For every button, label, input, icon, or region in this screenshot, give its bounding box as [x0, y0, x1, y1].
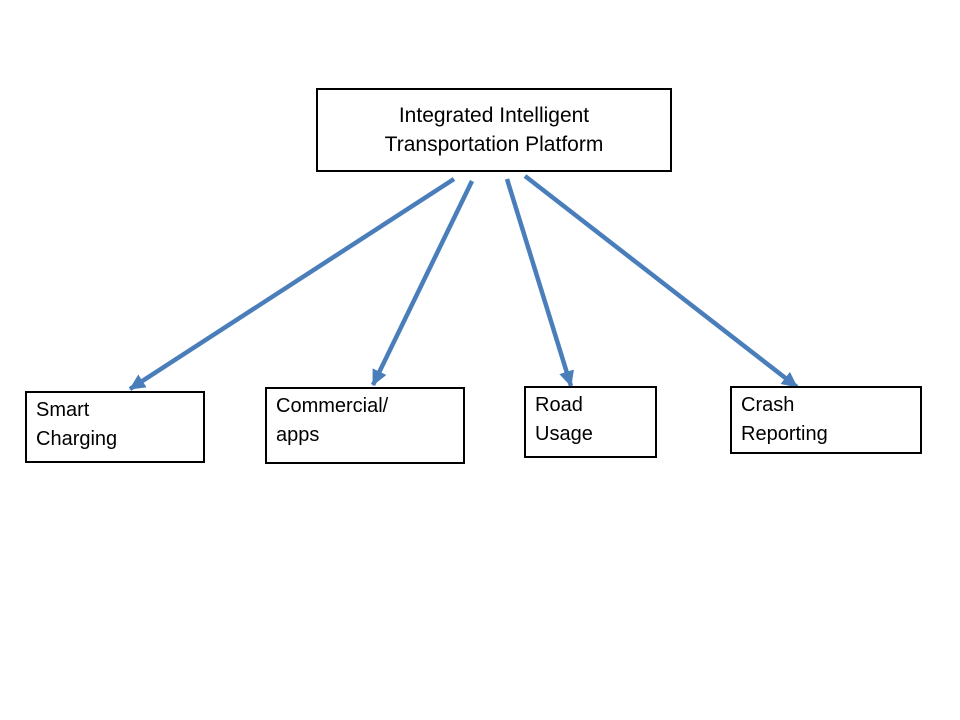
node-crash-reporting: Crash Reporting — [730, 386, 922, 454]
node-commercial-apps: Commercial/ apps — [265, 387, 465, 464]
node-integrated-intelligent-transportation-platform: Integrated Intelligent Transportation Pl… — [316, 88, 672, 172]
node-smart-charging: Smart Charging — [25, 391, 205, 463]
arrow-to-road-usage — [504, 178, 574, 387]
node-road-usage: Road Usage — [524, 386, 657, 458]
arrow-to-smart-charging — [128, 177, 456, 391]
arrow-to-commercial-apps — [370, 180, 475, 386]
arrow-to-crash-reporting — [523, 174, 799, 389]
